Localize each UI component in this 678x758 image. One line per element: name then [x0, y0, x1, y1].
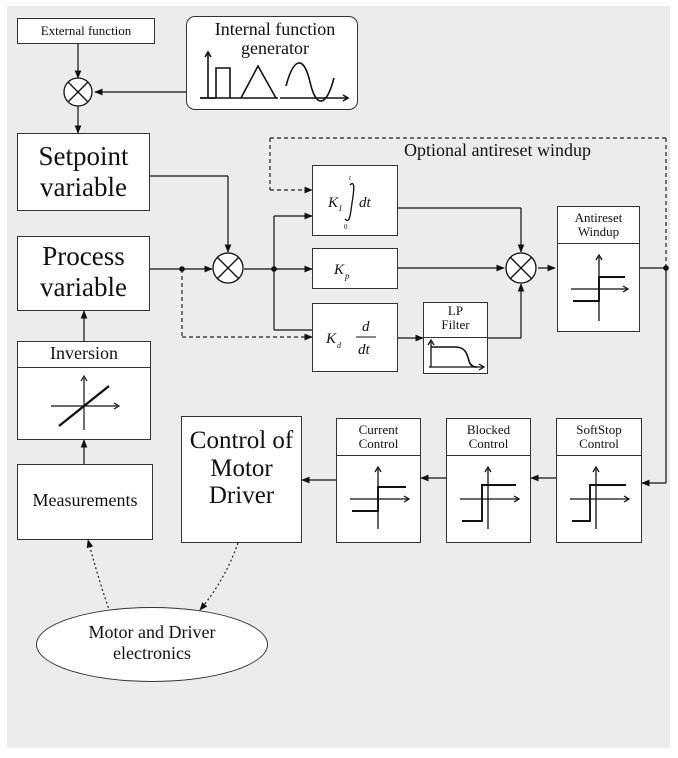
internal-function-generator-label: Internal function generator: [214, 19, 336, 58]
inversion-graph-icon: [51, 374, 121, 430]
svg-text:dt: dt: [359, 195, 372, 211]
lp-filter-label: LP Filter: [441, 303, 470, 332]
control-of-motor-driver-block: Control of Motor Driver: [181, 416, 302, 543]
svg-text:K: K: [325, 331, 337, 347]
measurements-block: Measurements: [17, 464, 153, 540]
process-variable-label: Process variable: [40, 241, 127, 302]
antireset-windup-label: Antireset Windup: [574, 210, 623, 240]
internal-function-generator-block: Internal function generator: [186, 16, 358, 110]
optional-antireset-annotation: Optional antireset windup: [404, 140, 591, 160]
svg-text:K: K: [327, 195, 339, 211]
lowpass-curve-icon: [427, 338, 486, 371]
derivative-expression: K d d dt: [325, 319, 376, 358]
proportional-expression: K p: [333, 262, 350, 281]
svg-text:0: 0: [344, 223, 348, 231]
integral-expression: K I t 0 dt: [327, 174, 372, 231]
blocked-control-step-icon: [460, 465, 521, 529]
setpoint-variable-label: Setpoint variable: [38, 141, 129, 202]
derivative-term-block: K d d dt: [312, 303, 398, 372]
motor-driver-electronics-ellipse: Motor and Driver electronics: [36, 607, 268, 682]
waveform-icons: [200, 50, 350, 102]
external-function-label: External function: [40, 23, 132, 38]
blocked-control-block: Blocked Control: [446, 418, 531, 543]
process-variable-block: Process variable: [17, 236, 150, 311]
svg-text:d: d: [362, 319, 370, 335]
saturation-icon: [571, 253, 630, 321]
lp-filter-block: LP Filter: [423, 302, 488, 374]
sine-wave-icon: [285, 62, 335, 102]
antireset-windup-block: Antireset Windup: [557, 206, 640, 332]
square-wave-icon: [200, 67, 231, 99]
svg-text:t: t: [349, 174, 352, 182]
svg-text:p: p: [344, 271, 350, 281]
control-of-motor-driver-label: Control of Motor Driver: [189, 427, 294, 509]
setpoint-variable-block: Setpoint variable: [17, 133, 150, 211]
softstop-control-label: SoftStop Control: [576, 422, 622, 452]
inversion-label: Inversion: [50, 343, 118, 363]
softstop-control-step-icon: [570, 465, 631, 529]
inversion-block: Inversion: [17, 341, 151, 440]
integral-term-block: K I t 0 dt: [312, 165, 398, 236]
triangle-wave-icon: [240, 64, 277, 99]
svg-text:dt: dt: [358, 342, 371, 358]
blocked-control-label: Blocked Control: [466, 422, 511, 452]
svg-text:I: I: [338, 204, 342, 213]
svg-text:K: K: [333, 262, 345, 278]
motor-driver-electronics-label: Motor and Driver electronics: [88, 622, 216, 663]
external-function-block: External function: [17, 18, 155, 44]
current-control-step-icon: [350, 465, 411, 529]
current-control-block: Current Control: [336, 418, 421, 543]
svg-text:d: d: [337, 341, 342, 350]
proportional-term-block: K p: [312, 248, 398, 289]
measurements-label: Measurements: [32, 490, 138, 510]
current-control-label: Current Control: [358, 422, 399, 452]
softstop-control-block: SoftStop Control: [556, 418, 642, 543]
